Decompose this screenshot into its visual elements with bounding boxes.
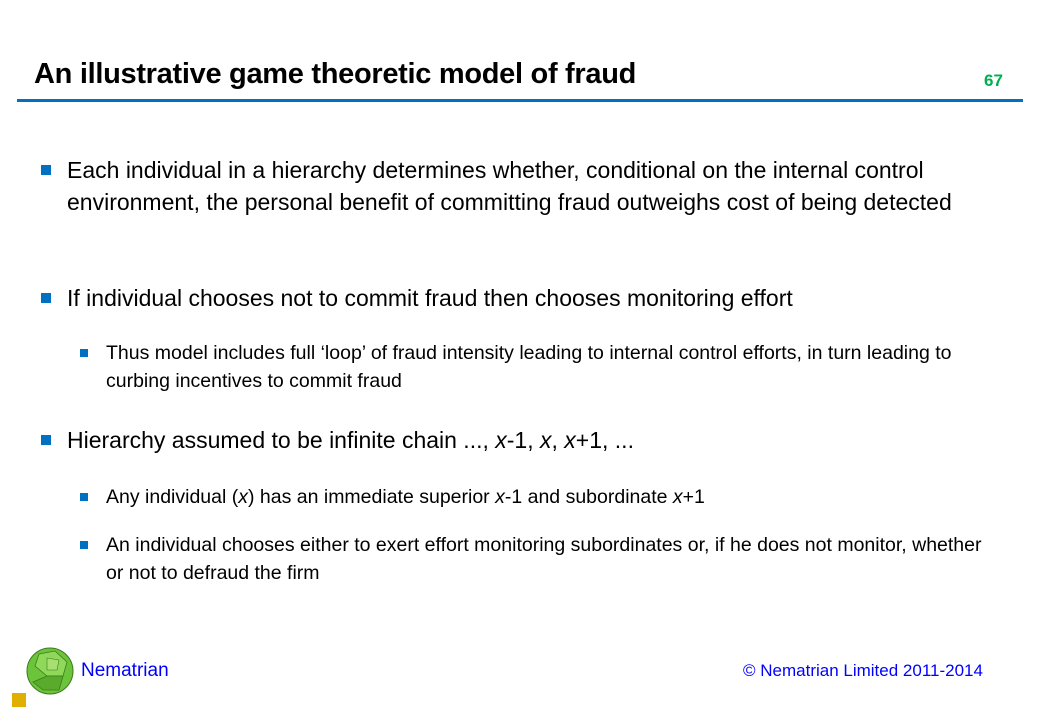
bullet-square-icon [41, 435, 51, 445]
footer-copyright: © Nematrian Limited 2011-2014 [743, 661, 983, 680]
bullet-1: Each individual in a hierarchy determine… [41, 154, 987, 218]
bullet-text: Any individual (x) has an immediate supe… [106, 486, 705, 508]
bullet-text: Hierarchy assumed to be infinite chain .… [67, 427, 634, 453]
bullet-square-icon [41, 293, 51, 303]
page-number: 67 [984, 71, 1003, 90]
bullet-square-icon [41, 165, 51, 175]
bullet-text: Thus model includes full ‘loop’ of fraud… [106, 342, 952, 392]
bullet-2: If individual chooses not to commit frau… [41, 282, 987, 314]
sub-bullet-2-1: Thus model includes full ‘loop’ of fraud… [80, 339, 986, 395]
nematrian-logo-icon [26, 647, 74, 695]
title-divider [17, 99, 1023, 102]
slide-title: An illustrative game theoretic model of … [34, 58, 637, 90]
sub-bullet-3-2: An individual chooses either to exert ef… [80, 531, 986, 587]
bullet-square-icon [80, 493, 88, 501]
bullet-text: An individual chooses either to exert ef… [106, 534, 982, 584]
bullet-3: Hierarchy assumed to be infinite chain .… [41, 424, 987, 456]
bullet-text: If individual chooses not to commit frau… [67, 285, 793, 311]
yellow-square-icon [12, 693, 26, 707]
sub-bullet-3-1: Any individual (x) has an immediate supe… [80, 483, 986, 511]
bullet-square-icon [80, 349, 88, 357]
bullet-square-icon [80, 541, 88, 549]
footer-brand: Nematrian [81, 660, 169, 681]
bullet-text: Each individual in a hierarchy determine… [67, 157, 952, 215]
